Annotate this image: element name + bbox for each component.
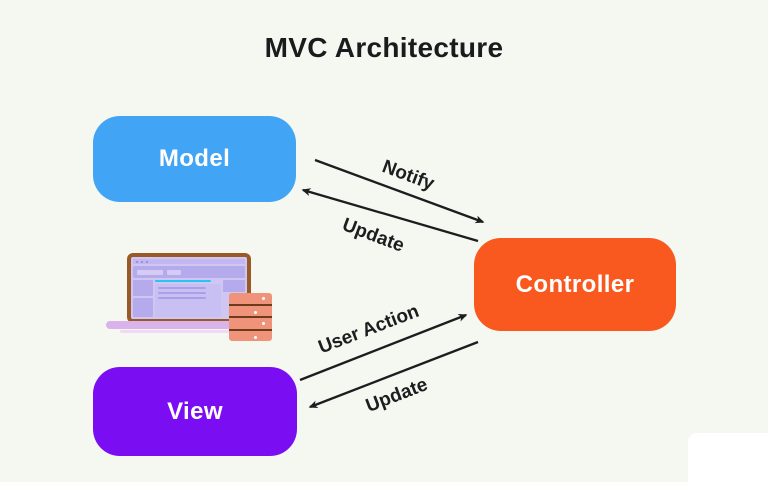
- watermark-cover: [688, 433, 768, 482]
- model-node: Model: [93, 116, 296, 202]
- update-view-arrow-label: Update: [362, 374, 431, 417]
- user-action-arrow-label: User Action: [315, 300, 423, 359]
- notify-arrow-label: Notify: [379, 156, 438, 195]
- controller-node-label: Controller: [515, 270, 635, 298]
- view-node: View: [93, 367, 297, 456]
- webpage-header-block: [133, 266, 245, 278]
- laptop-icon: [127, 253, 251, 323]
- database-icon: [229, 293, 272, 341]
- laptop-base: [106, 321, 259, 329]
- page-title: MVC Architecture: [264, 32, 504, 63]
- highlight-line: [155, 280, 212, 282]
- controller-node: Controller: [474, 238, 676, 331]
- view-node-label: View: [167, 397, 223, 425]
- browser-chrome-bar: [133, 259, 245, 264]
- laptop-database-illustration: [105, 248, 280, 348]
- model-node-label: Model: [158, 145, 231, 172]
- laptop-shadow: [120, 330, 246, 333]
- update-model-arrow-label: Update: [339, 214, 408, 257]
